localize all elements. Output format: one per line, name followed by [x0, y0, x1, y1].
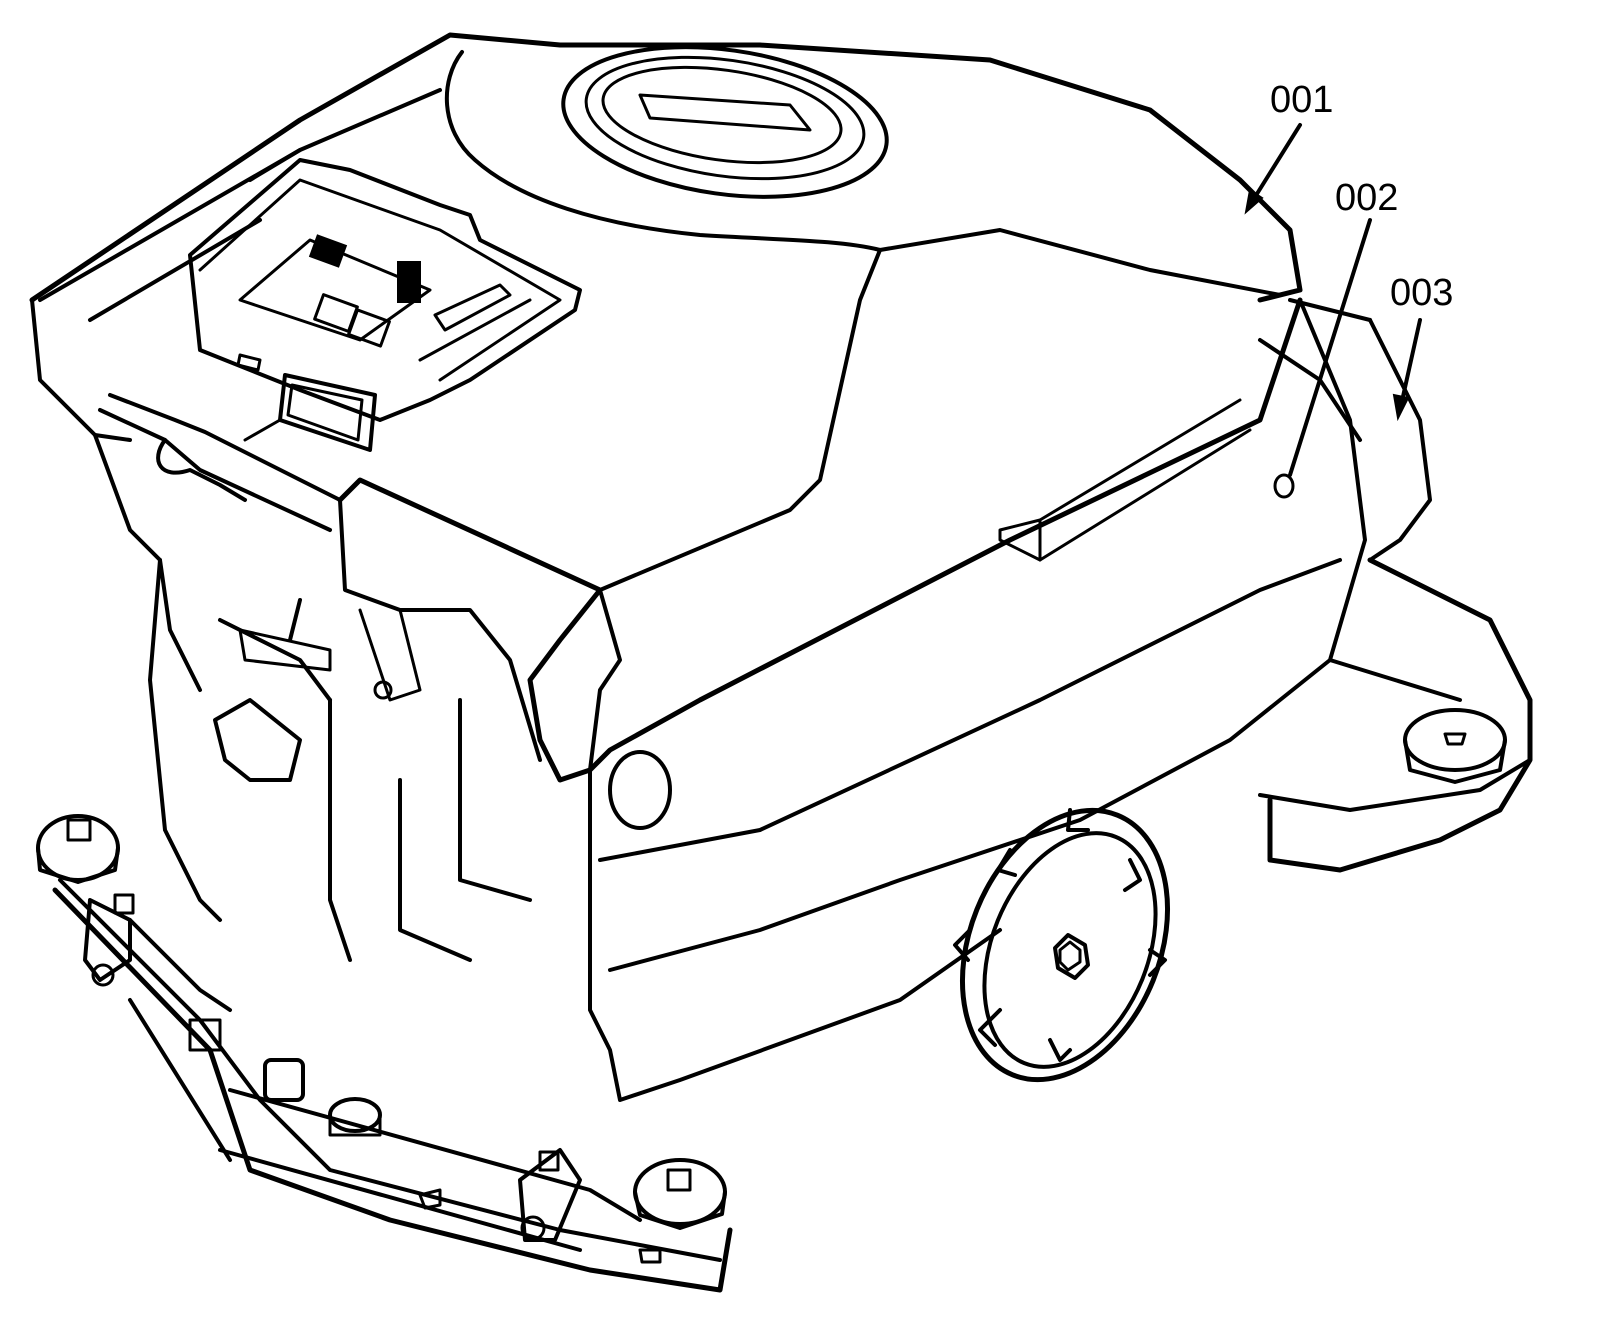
arrowhead-003 [1392, 393, 1410, 422]
callout-002: 002 [1335, 177, 1398, 219]
leader-002 [1288, 218, 1372, 477]
callout-leaders [1244, 123, 1422, 477]
rear-lower-body [93, 433, 532, 962]
leader-001 [1248, 123, 1302, 207]
drive-wheel [953, 807, 1171, 1083]
control-panel [98, 158, 582, 532]
tank-body [337, 297, 1367, 1102]
key-switch [308, 234, 348, 268]
callout-001: 001 [1270, 79, 1333, 121]
callout-003: 003 [1390, 272, 1453, 314]
hood-cover [29, 32, 1303, 592]
arrowhead-001 [1244, 188, 1264, 215]
selector-knob [397, 261, 421, 303]
brush-deck [1258, 298, 1533, 873]
part-002-marker [1273, 473, 1295, 499]
squeegee-assembly [36, 814, 733, 1293]
leader-003 [1398, 318, 1422, 412]
